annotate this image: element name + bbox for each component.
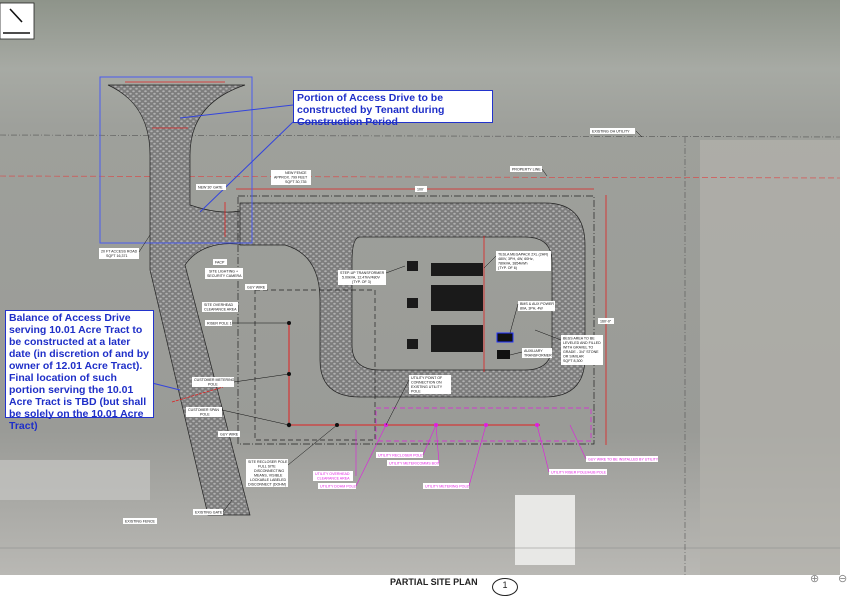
callout-arrow (199, 121, 294, 213)
label-aux-transformer: TRANSFORMER (524, 354, 552, 358)
callout-balance-portion: Balance of Access Drive serving 10.01 Ac… (5, 310, 154, 432)
label-customer-metering-pole: POLE (208, 383, 218, 387)
label-step-up-transformer: 5.00kVA, 12.47kV/480V (342, 276, 380, 280)
label-utility-riser-pole: UTILITY RISER POLE/HUB POLE (551, 471, 607, 475)
label-site-recloser: DISCONNECT (DOHM) (248, 483, 286, 487)
label-customer-span-pole: CUSTOMER SPAN (188, 408, 219, 412)
label-existing-fence: EXISTING FENCE (125, 520, 156, 524)
label-guy-wire: GUY WIRE (220, 433, 239, 437)
existing-oh-utility-line (0, 134, 841, 138)
label-guy-wire: GUY WIRE (247, 286, 266, 290)
callout-arrow (179, 104, 294, 119)
label-site-recloser: MEANS, VISIBLE (254, 474, 283, 478)
label-utility-metering-pole: UTILITY METERING POLE (425, 485, 469, 489)
aerial-building (0, 460, 150, 500)
leader-lines (138, 130, 643, 513)
label-utility-guy-wire: GUY WIRE TO BE INSTALLED BY UTILITY (588, 458, 659, 462)
dimension-top: 100' (417, 188, 424, 192)
label-utility-dohm-pole: UTILITY DOHM POLE (320, 485, 356, 489)
label-megapack: TESLA MEGAPACK 2XL (2HR) (498, 253, 548, 257)
label-step-up-transformer: STEP-UP TRANSFORMER (340, 271, 385, 275)
label-bess-area: GRADE - 3/4" STONE (563, 350, 599, 354)
zoom-in-icon[interactable]: ⊕ (810, 573, 820, 585)
label-bms: BMS & AUX POWER (520, 302, 554, 306)
label-point-of-connection: POLE (411, 390, 421, 394)
label-bms: 80A, 3PH, 4W (520, 307, 543, 311)
tesla-megapack-row (431, 263, 483, 352)
label-facp: FACP (215, 261, 225, 265)
aerial-building (515, 495, 575, 565)
label-existing-gate: EXISTING GATE (195, 511, 223, 515)
label-property-line: PROPERTY LINE (512, 168, 541, 172)
label-customer-metering-pole: CUSTOMER METERING (194, 378, 235, 382)
north-arrow-icon (0, 2, 35, 40)
label-utility-oh-clearance: CLEARANCE AREA (317, 477, 350, 481)
label-new-fence: APPROX. 799 FEET (274, 176, 308, 180)
zoom-out-icon[interactable]: ⊖ (838, 573, 848, 585)
label-step-up-transformer: (TYP. OF 3) (352, 280, 371, 284)
label-site-lighting: SECURITY CAMERA (207, 274, 242, 278)
aerial-lighter-field (700, 140, 840, 575)
label-existing-oh-utility: EXISTING OH UTILITY (592, 130, 630, 134)
label-access-road: 20 FT ACCESS ROAD (101, 250, 138, 254)
label-new-gate: NEW 30' GATE (198, 186, 223, 190)
tenant-portion-outline (99, 76, 253, 244)
site-overhead-clearance-area (254, 289, 376, 441)
label-site-lighting: SITE LIGHTING + (209, 270, 238, 274)
label-utility-meter-box: UTILITY METER/COMMS BOX (389, 462, 440, 466)
label-aux-transformer: AUXILIARY (524, 349, 543, 353)
label-access-road: SQFT 16,371 (106, 254, 128, 258)
label-new-fence: SQFT 30,735 (285, 180, 307, 184)
label-bess-area: OR SIMILAR (563, 355, 584, 359)
label-customer-span-pole: POLE (200, 413, 210, 417)
utility-overhead-clearance-area (375, 407, 592, 442)
label-bess-area: WITH GRAVEL TO (563, 346, 593, 350)
label-site-clearance: SITE OVERHEAD (204, 303, 234, 307)
detail-number: 1 (492, 578, 518, 596)
label-megapack: (TYP. OF 6) (498, 266, 517, 270)
label-utility-recloser-pole: UTILITY RECLOSER POLE (378, 454, 423, 458)
label-new-fence: NEW FENCE (285, 171, 307, 175)
plan-labels: EXISTING OH UTILITY PROPERTY LINE NEW FE… (99, 128, 635, 524)
new-fence (237, 195, 595, 445)
label-bess-area: LEVELED AND FILLED (563, 341, 601, 345)
label-utility-oh-clearance: UTILITY OVERHEAD (315, 472, 350, 476)
dimension-line-stem (171, 386, 224, 403)
label-site-recloser: FULL SITE (258, 465, 276, 469)
gravel-loop-track (239, 202, 586, 398)
dimension-right: 160'-0" (600, 320, 612, 324)
label-megapack: 780kVA, 3854kWh (498, 262, 528, 266)
bms-aux-power (496, 332, 514, 343)
callout-tenant-portion: Portion of Access Drive to be constructe… (293, 90, 493, 128)
label-riser-pole: RISER POLE 1 (207, 322, 232, 326)
label-bess-area: SQFT 8,300 (563, 359, 583, 363)
label-site-recloser: LOCKABLE LABELED (250, 478, 287, 482)
utility-labels: UTILITY OVERHEAD CLEARANCE AREA UTILITY … (313, 424, 659, 489)
label-site-clearance: CLEARANCE AREA (204, 308, 237, 312)
property-line (0, 175, 841, 179)
label-bess-area: BESS AREA TO BE (563, 337, 595, 341)
step-up-transformer (407, 261, 418, 349)
label-point-of-connection: UTILITY POINT OF (411, 376, 443, 380)
sheet-title: PARTIAL SITE PLAN (390, 577, 478, 587)
label-point-of-connection: EXISTING UTILITY (411, 385, 443, 389)
auxiliary-transformer (497, 350, 510, 359)
label-site-recloser: DISCONNECTING (254, 469, 284, 473)
label-site-recloser: SITE RECLOSER POLE (248, 460, 288, 464)
label-point-of-connection: CONNECTION ON (411, 381, 442, 385)
label-megapack: 480V, 3PH, 4W, 60Hz, (498, 257, 534, 261)
